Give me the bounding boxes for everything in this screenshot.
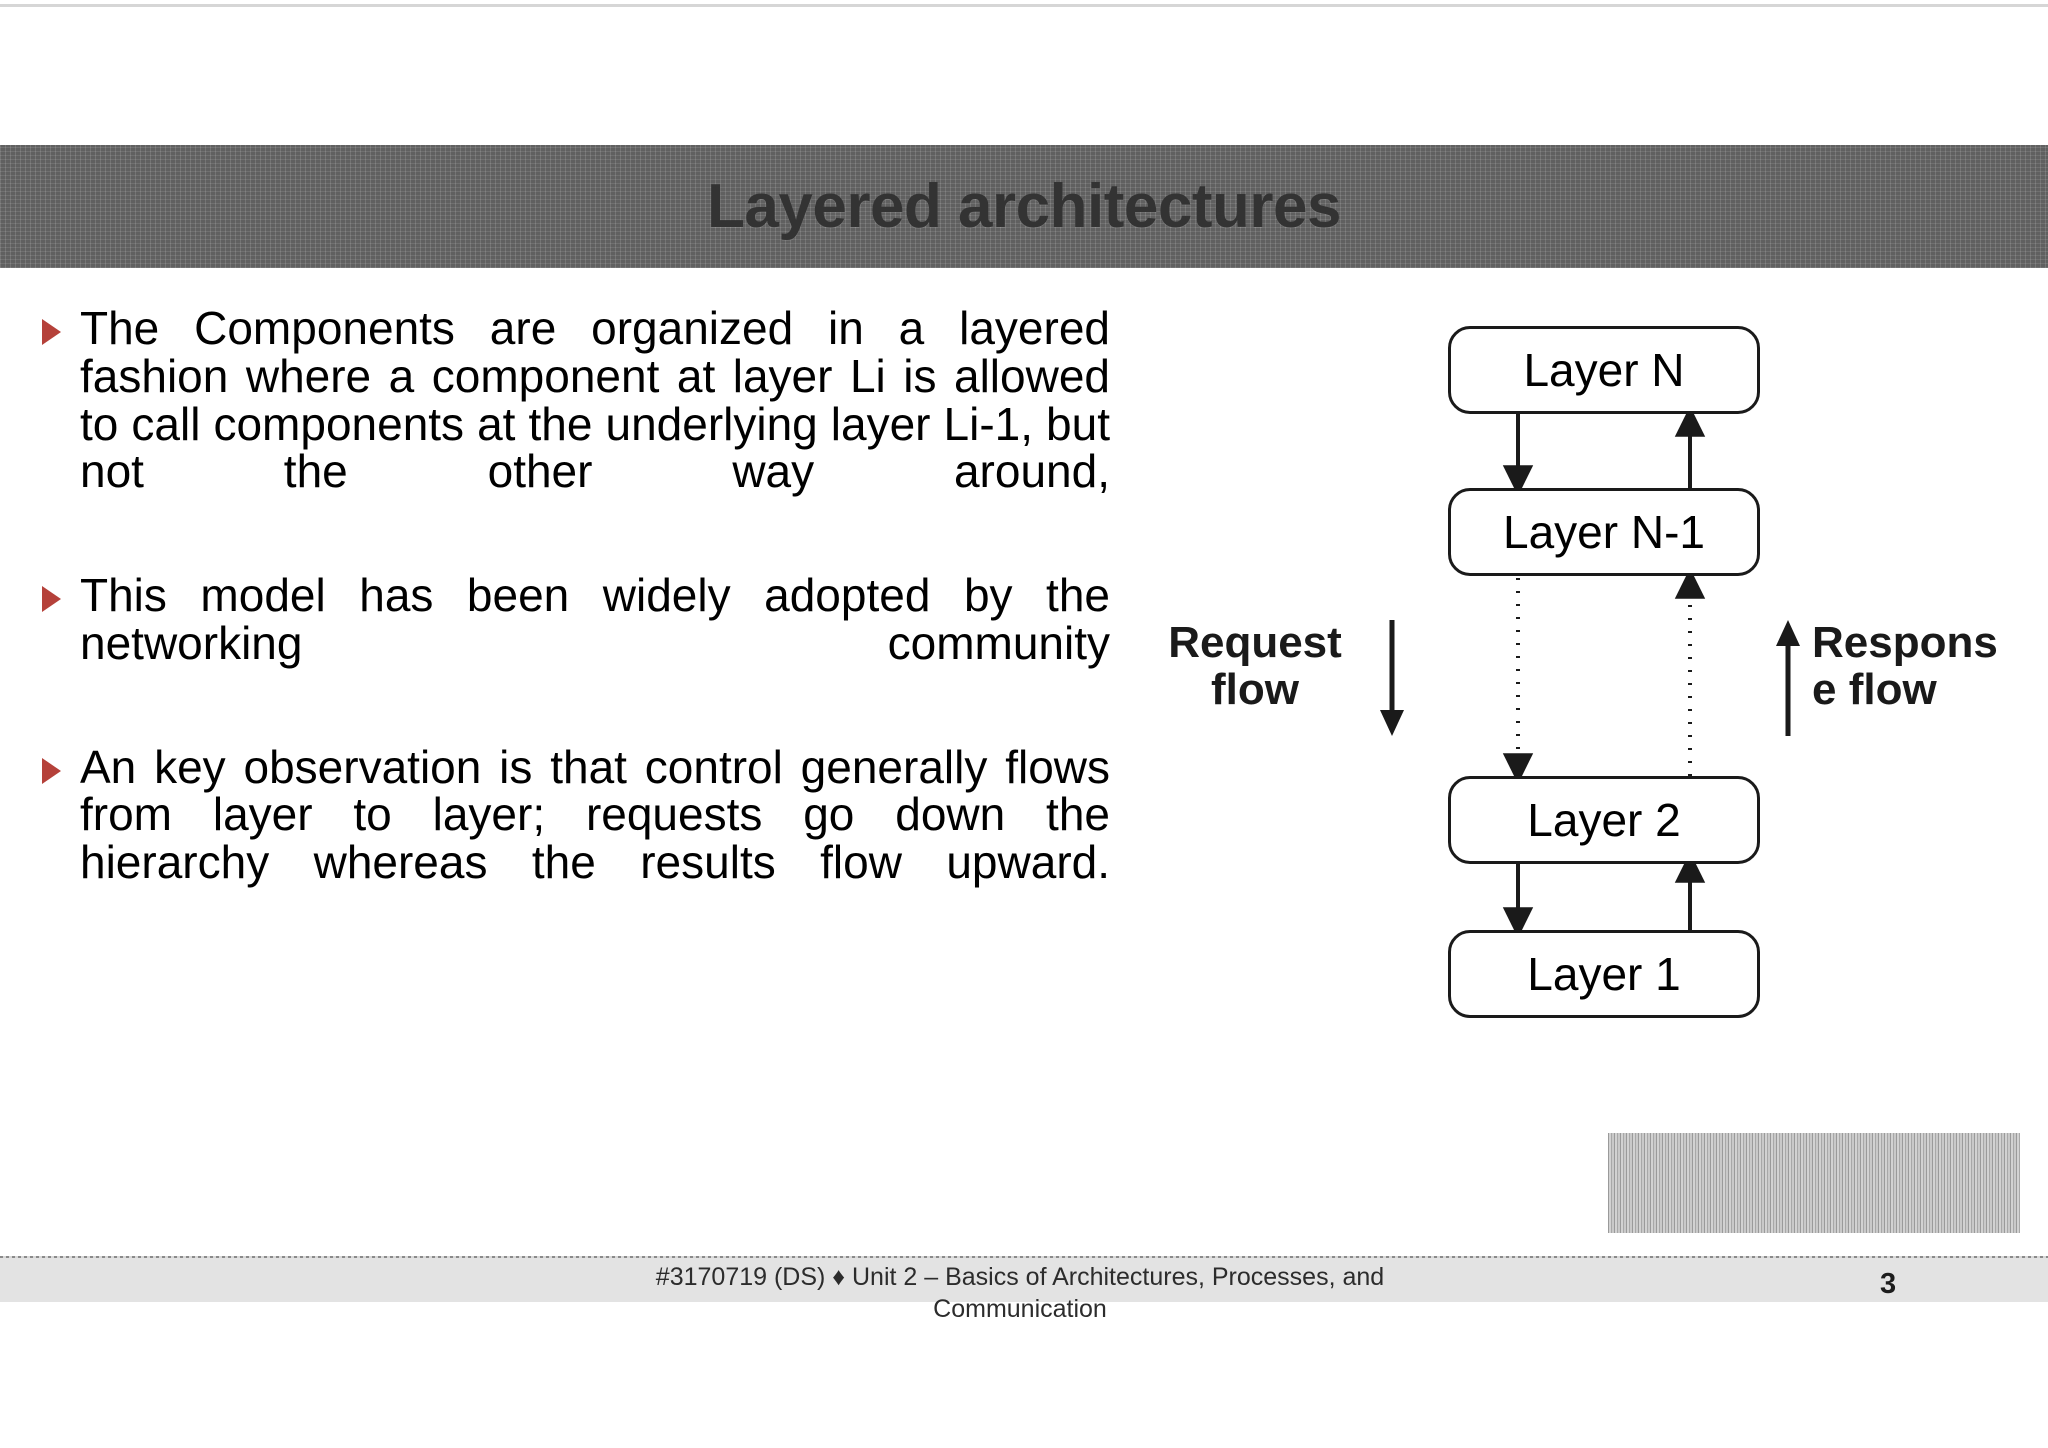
layer-box-n: Layer N (1448, 326, 1760, 414)
page-number: 3 (1880, 1268, 1897, 1300)
top-rule-divider (0, 4, 2048, 7)
slide-title-band: Layered architectures (0, 145, 2048, 268)
layered-architecture-diagram: Layer N Layer N-1 Layer 2 Layer 1 (1130, 300, 2048, 1040)
footer-top-divider (0, 1256, 2048, 1259)
diagram-connectors (1502, 405, 1706, 939)
request-flow-line-1: Request (1168, 618, 1342, 667)
triangle-bullet-icon (42, 757, 61, 784)
request-flow-down-arrow-icon (1380, 620, 1404, 736)
page-title: Layered architectures (707, 172, 1341, 241)
bullet-item: An key observation is that control gener… (30, 740, 1110, 935)
decorative-stripe-block (1608, 1133, 2020, 1233)
bullet-item: The Components are organized in a layere… (30, 302, 1110, 544)
triangle-bullet-icon (42, 586, 61, 613)
footer-text-line-2: Communication (933, 1294, 1107, 1323)
request-flow-label: Request flow (1155, 618, 1355, 714)
response-flow-line-2: e flow (1812, 664, 1937, 714)
footer-band (0, 1258, 2048, 1302)
response-flow-line-1: Respons (1812, 618, 1998, 667)
layer-box-1: Layer 1 (1448, 930, 1760, 1018)
footer-text-line-1: #3170719 (DS) ♦ Unit 2 – Basics of Archi… (655, 1263, 1385, 1291)
triangle-bullet-icon (42, 319, 61, 345)
layer-box-2: Layer 2 (1448, 776, 1760, 864)
layer-box-n-1: Layer N-1 (1448, 488, 1760, 576)
footer-text: #3170719 (DS) ♦ Unit 2 – Basics of Archi… (520, 1262, 1520, 1325)
response-flow-up-arrow-icon (1776, 620, 1800, 736)
response-flow-label: Respons e flow (1812, 618, 2042, 714)
bullet-item: This model has been widely adopted by th… (30, 569, 1110, 715)
bullet-text: This model has been widely adopted by th… (80, 569, 1110, 669)
bullet-text: The Components are organized in a layere… (80, 302, 1110, 498)
request-flow-line-2: flow (1211, 664, 1299, 714)
bullet-text: An key observation is that control gener… (80, 740, 1110, 889)
body-text-column: The Components are organized in a layere… (30, 302, 1110, 935)
